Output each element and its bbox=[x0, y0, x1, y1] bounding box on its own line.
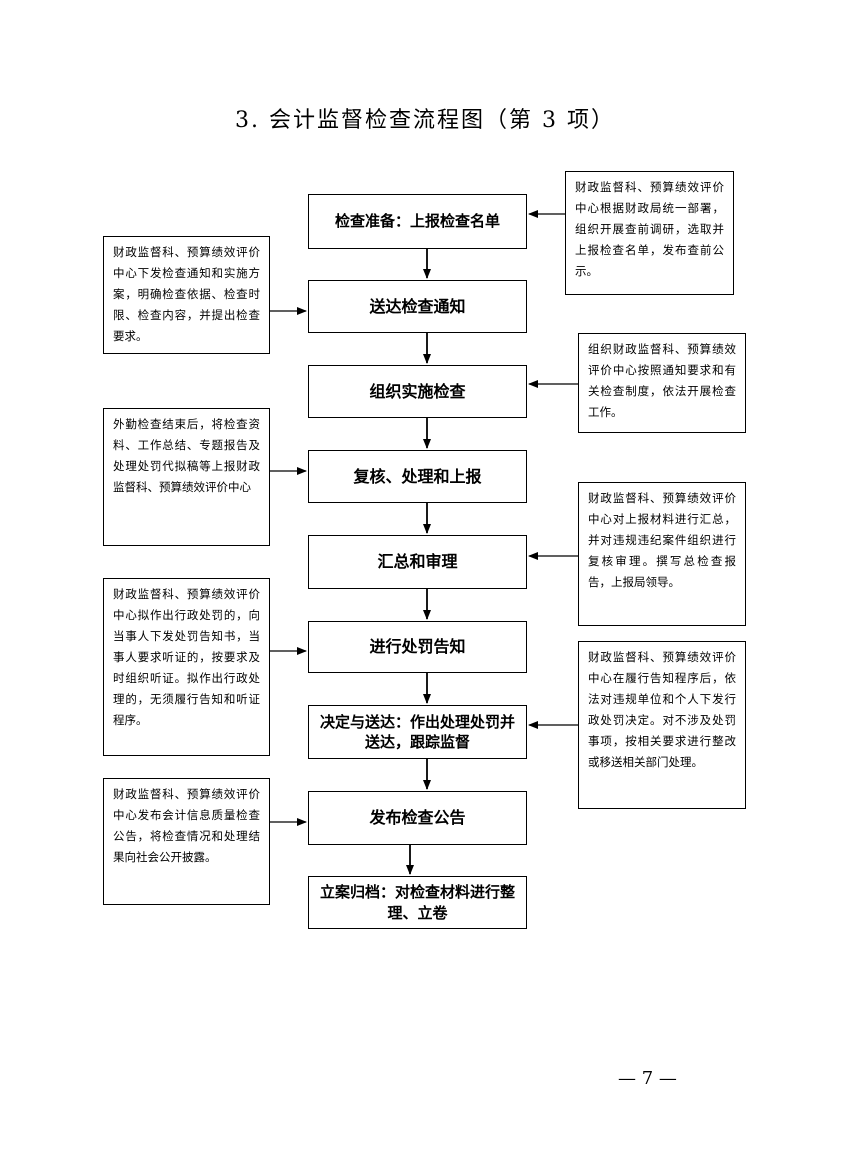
note-summarize-audit: 财政监督科、预算绩效评价中心对上报材料进行汇总，并对违规违纪案件组织进行复核审理… bbox=[578, 482, 746, 626]
step-deliver-notice-label: 送达检查通知 bbox=[369, 296, 466, 316]
step-decision-delivery-label: 决定与送达：作出处理处罚并送达，跟踪监督 bbox=[319, 712, 515, 751]
note-review-report: 外勤检查结束后，将检查资料、工作总结、专题报告及处理处罚代拟稿等上报财政监督科、… bbox=[103, 408, 270, 546]
note-deliver-notice-text: 财政监督科、预算绩效评价中心下发检查通知和实施方案，明确检查依据、检查时限、检查… bbox=[113, 245, 260, 343]
note-summarize-audit-text: 财政监督科、预算绩效评价中心对上报材料进行汇总，并对违规违纪案件组织进行复核审理… bbox=[588, 491, 736, 589]
step-review-report-label: 复核、处理和上报 bbox=[353, 466, 482, 486]
note-publish-announcement-text: 财政监督科、预算绩效评价中心发布会计信息质量检查公告，将检查情况和处理结果向社会… bbox=[113, 787, 260, 864]
step-publish-announcement-label: 发布检查公告 bbox=[369, 808, 466, 828]
step-archive-label: 立案归档：对检查材料进行整理、立卷 bbox=[319, 883, 515, 922]
note-penalty-notice: 财政监督科、预算绩效评价中心拟作出行政处罚的，向当事人下发处罚告知书，当事人要求… bbox=[103, 578, 270, 756]
note-conduct-inspection: 组织财政监督科、预算绩效评价中心按照通知要求和有关检查制度，依法开展检查工作。 bbox=[578, 333, 746, 433]
step-publish-announcement: 发布检查公告 bbox=[308, 791, 527, 845]
note-prepare-text: 财政监督科、预算绩效评价中心根据财政局统一部署，组织开展查前调研，选取并上报检查… bbox=[575, 180, 724, 278]
note-deliver-notice: 财政监督科、预算绩效评价中心下发检查通知和实施方案，明确检查依据、检查时限、检查… bbox=[103, 236, 270, 354]
step-summarize-audit: 汇总和审理 bbox=[308, 535, 527, 589]
note-conduct-inspection-text: 组织财政监督科、预算绩效评价中心按照通知要求和有关检查制度，依法开展检查工作。 bbox=[588, 342, 736, 419]
note-decision-delivery-text: 财政监督科、预算绩效评价中心在履行告知程序后，依法对违规单位和个人下发行政处罚决… bbox=[588, 650, 736, 769]
step-conduct-inspection: 组织实施检查 bbox=[308, 365, 527, 418]
page-number: — 7 — bbox=[618, 1068, 677, 1089]
step-conduct-inspection-label: 组织实施检查 bbox=[369, 381, 466, 401]
note-prepare: 财政监督科、预算绩效评价中心根据财政局统一部署，组织开展查前调研，选取并上报检查… bbox=[565, 171, 734, 295]
note-decision-delivery: 财政监督科、预算绩效评价中心在履行告知程序后，依法对违规单位和个人下发行政处罚决… bbox=[578, 641, 746, 809]
page-title: 3. 会计监督检查流程图（第 3 项） bbox=[235, 108, 615, 133]
note-publish-announcement: 财政监督科、预算绩效评价中心发布会计信息质量检查公告，将检查情况和处理结果向社会… bbox=[103, 778, 270, 905]
step-decision-delivery: 决定与送达：作出处理处罚并送达，跟踪监督 bbox=[308, 705, 527, 759]
step-review-report: 复核、处理和上报 bbox=[308, 450, 527, 503]
note-review-report-text: 外勤检查结束后，将检查资料、工作总结、专题报告及处理处罚代拟稿等上报财政监督科、… bbox=[113, 417, 260, 494]
step-deliver-notice: 送达检查通知 bbox=[308, 280, 527, 333]
step-summarize-audit-label: 汇总和审理 bbox=[377, 552, 458, 572]
step-prepare: 检查准备：上报检查名单 bbox=[308, 194, 527, 249]
note-penalty-notice-text: 财政监督科、预算绩效评价中心拟作出行政处罚的，向当事人下发处罚告知书，当事人要求… bbox=[113, 587, 260, 727]
step-prepare-label: 检查准备：上报检查名单 bbox=[334, 212, 500, 231]
step-penalty-notice-label: 进行处罚告知 bbox=[369, 637, 466, 657]
step-penalty-notice: 进行处罚告知 bbox=[308, 621, 527, 673]
step-archive: 立案归档：对检查材料进行整理、立卷 bbox=[308, 876, 527, 929]
